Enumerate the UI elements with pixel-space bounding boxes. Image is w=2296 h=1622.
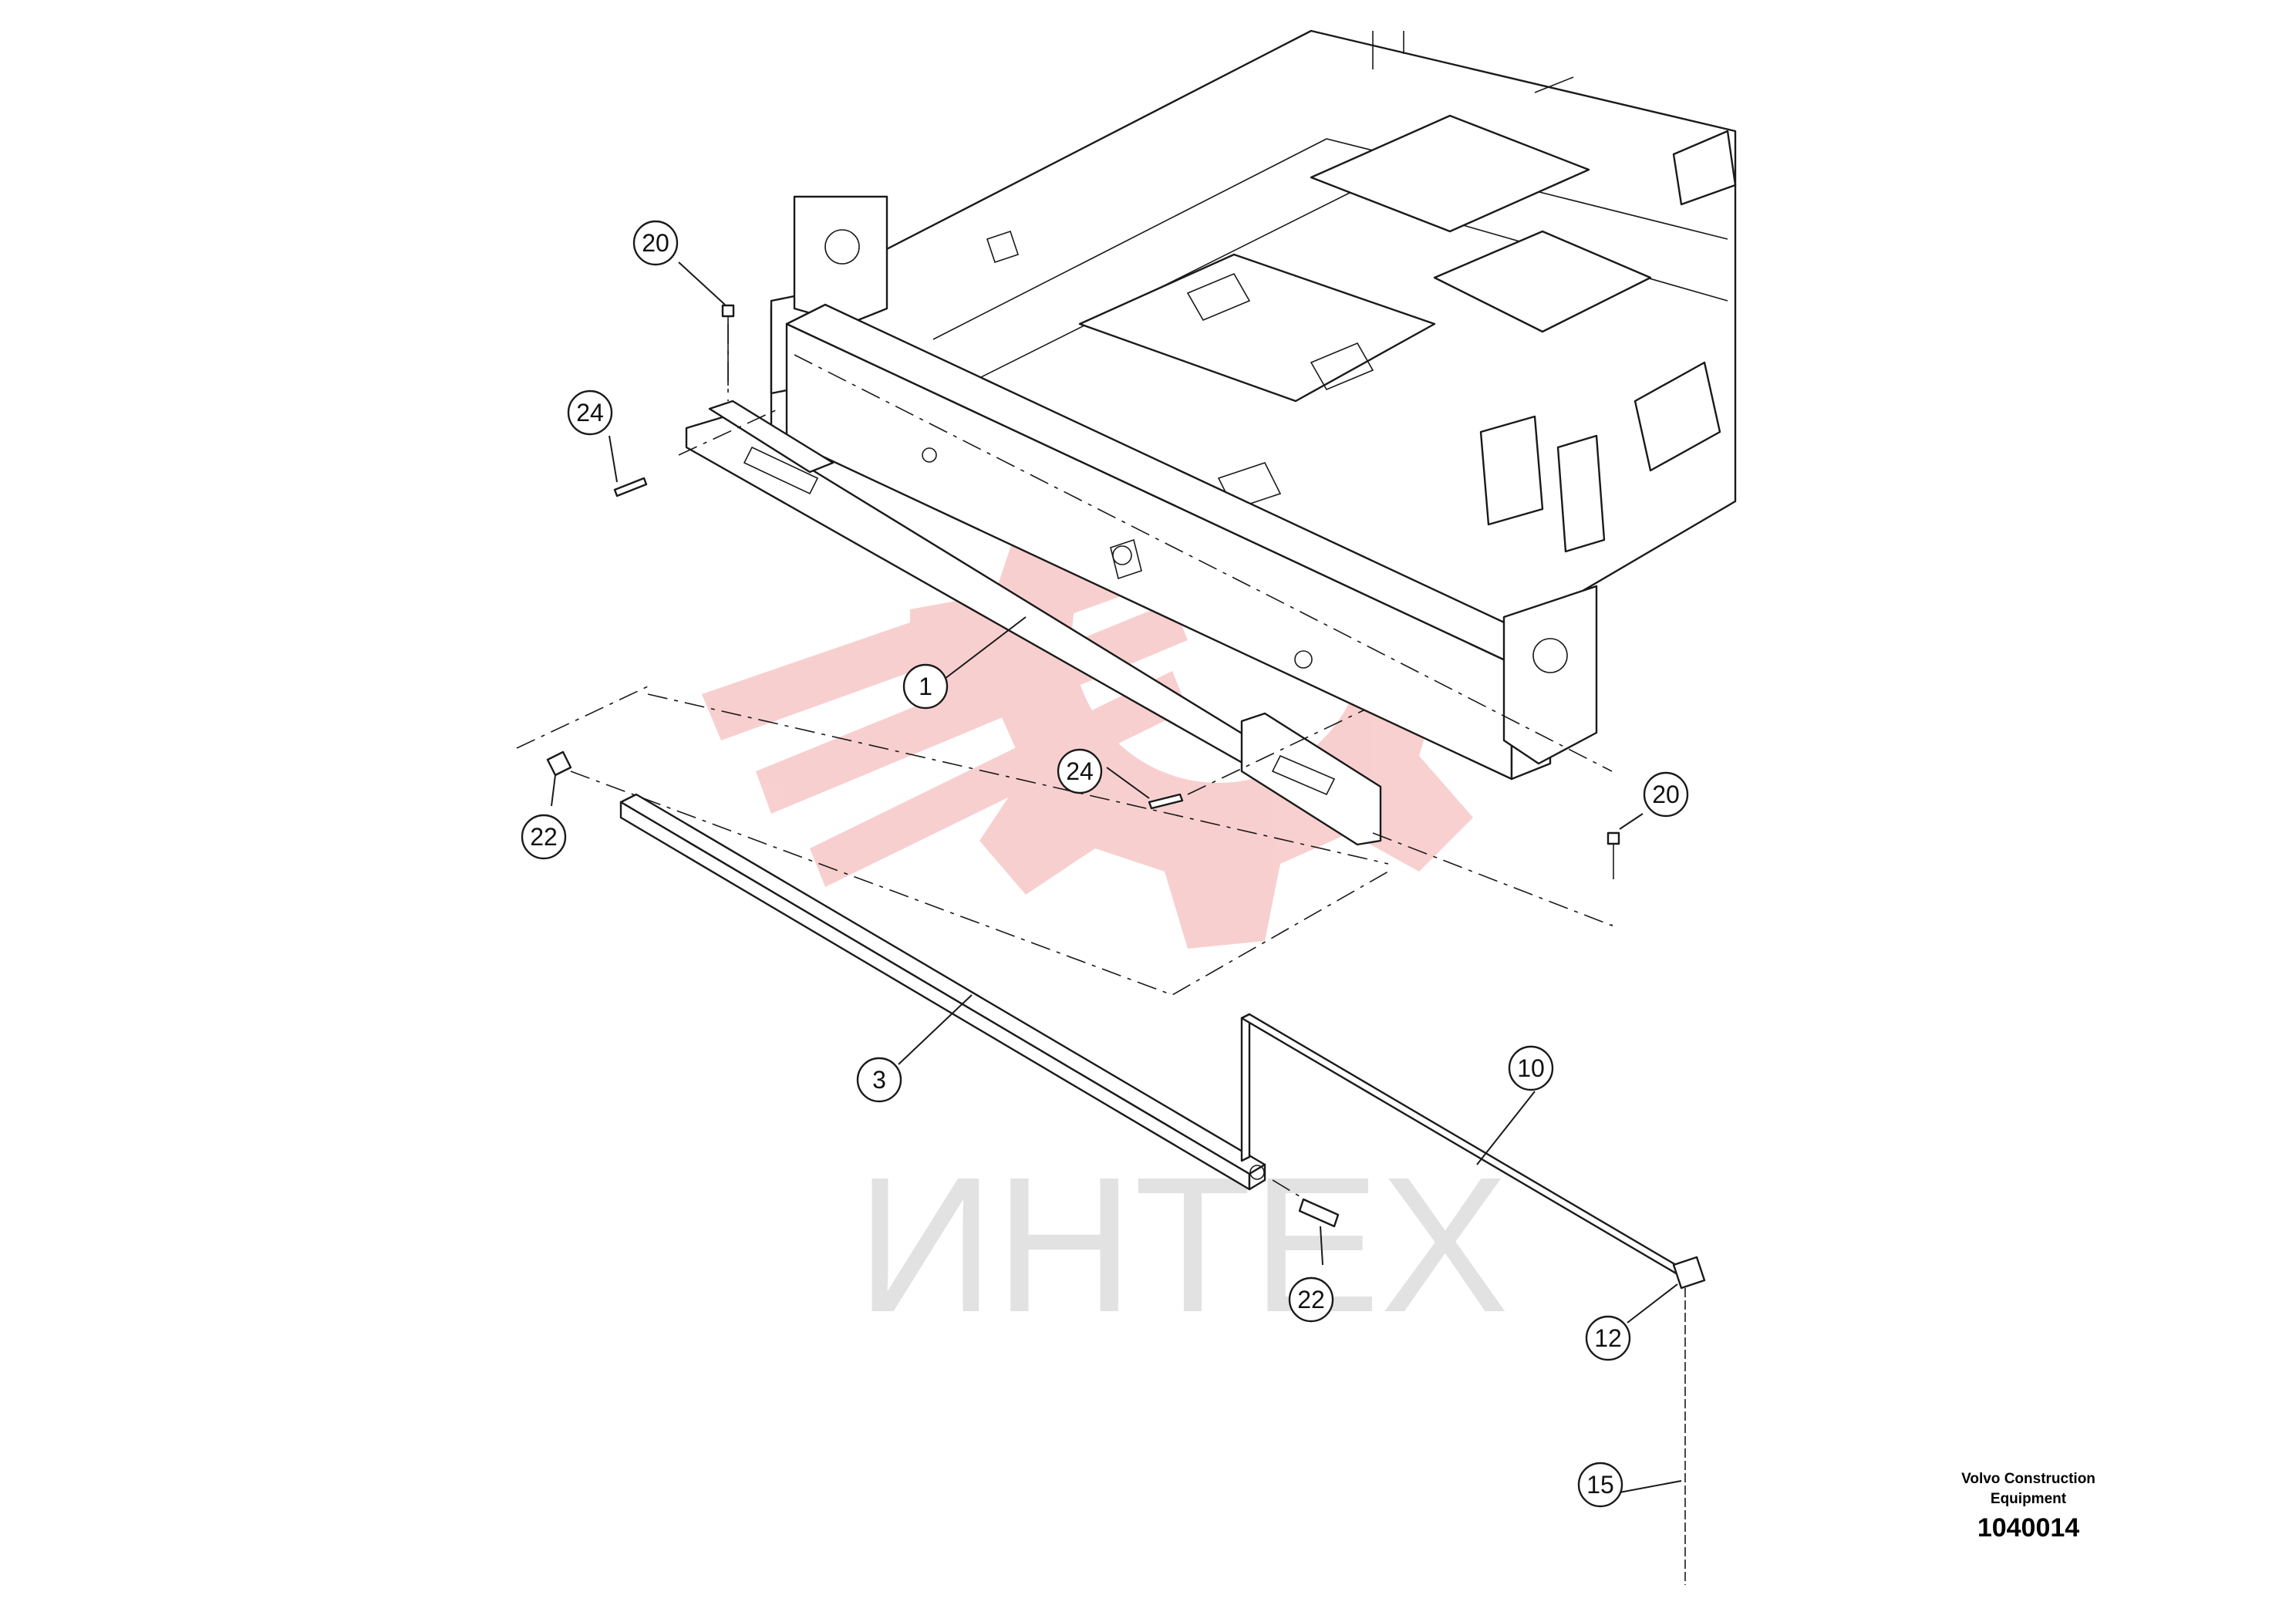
svg-text:10: 10 <box>1517 1054 1545 1082</box>
callout-24-lower: 24 <box>1057 748 1103 794</box>
svg-text:3: 3 <box>872 1066 886 1094</box>
callout-20-upper: 20 <box>632 220 679 266</box>
svg-text:24: 24 <box>576 399 604 427</box>
part-12-clip <box>1672 1256 1706 1290</box>
svg-text:12: 12 <box>1594 1324 1622 1352</box>
screw-24-lower <box>1148 793 1184 810</box>
callout-22-right: 22 <box>1288 1276 1334 1323</box>
callout-22-left: 22 <box>521 814 567 860</box>
svg-text:1: 1 <box>919 673 932 700</box>
callout-24-upper: 24 <box>567 389 613 436</box>
manufacturer-line-1: Volvo Construction <box>1961 1471 2095 1487</box>
leader-lines <box>551 261 1682 1493</box>
bolt-22-left <box>546 750 572 777</box>
callout-12: 12 <box>1585 1315 1631 1361</box>
callout-15: 15 <box>1577 1462 1623 1508</box>
callout-1: 1 <box>902 663 949 710</box>
svg-text:24: 24 <box>1066 757 1094 785</box>
watermark-text: ИНТЕХ <box>856 1137 1509 1352</box>
part-3-rod <box>619 793 1266 1191</box>
part-1-beam <box>770 195 1598 781</box>
svg-text:15: 15 <box>1586 1471 1614 1499</box>
bolt-20-lower <box>1607 831 1620 879</box>
manufacturer-caption: Volvo Construction Equipment <box>1913 1469 2144 1509</box>
svg-text:22: 22 <box>530 823 558 851</box>
mounting-strip <box>685 400 1382 846</box>
bolt-22-right <box>1298 1198 1340 1228</box>
callout-3: 3 <box>856 1057 902 1103</box>
manufacturer-line-2: Equipment <box>1990 1491 2067 1507</box>
assembly-lines <box>516 324 1614 1204</box>
callout-10: 10 <box>1508 1045 1554 1091</box>
svg-text:20: 20 <box>642 229 669 257</box>
svg-text:22: 22 <box>1297 1286 1325 1313</box>
svg-text:20: 20 <box>1652 781 1680 808</box>
callout-20-lower: 20 <box>1643 771 1689 818</box>
drawing-number: 1040014 <box>1977 1513 2080 1543</box>
screw-24-upper <box>613 477 648 497</box>
